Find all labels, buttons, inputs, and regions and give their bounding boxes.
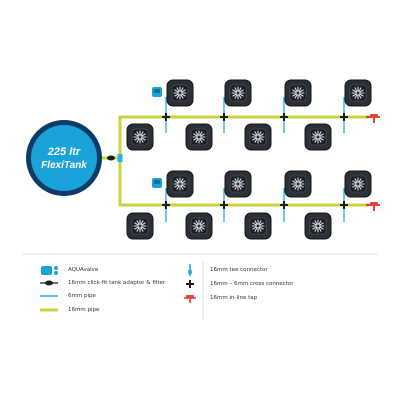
plant-pot	[284, 79, 312, 107]
cross-connector-icon	[186, 280, 194, 288]
flower-centre	[137, 134, 143, 140]
flower-centre	[235, 181, 241, 187]
aquavalve-icon	[152, 87, 162, 97]
flower-icon	[291, 86, 305, 100]
plant-pot	[224, 79, 252, 107]
legend-label-inline-tap: 16mm in-line tap	[210, 295, 258, 301]
tank-adaptor-icon	[40, 280, 58, 286]
flower-icon	[351, 177, 365, 191]
legend-label-6mm-pipe: 6mm pipe	[68, 293, 96, 299]
flower-centre	[295, 90, 301, 96]
flower-centre	[177, 90, 183, 96]
flower-centre	[196, 134, 202, 140]
legend-label-16mm-pipe: 16mm pipe	[68, 307, 100, 313]
inline-tap-icon	[370, 202, 378, 205]
flower-icon	[173, 177, 187, 191]
flower-icon	[251, 219, 265, 233]
tank-label-line1: 225 ltr	[47, 146, 81, 158]
plant-pot	[166, 170, 194, 198]
plant-pot	[224, 170, 252, 198]
flower-icon	[291, 177, 305, 191]
pot-layer	[126, 79, 372, 240]
plant-pot	[304, 123, 332, 151]
flower-centre	[255, 134, 261, 140]
plant-pot	[344, 79, 372, 107]
plant-pot	[126, 212, 154, 240]
plant-pot	[166, 79, 194, 107]
flower-centre	[315, 134, 321, 140]
flower-centre	[355, 181, 361, 187]
tank-adaptor-icon	[107, 155, 115, 161]
plant-pot	[304, 212, 332, 240]
flower-icon	[311, 219, 325, 233]
flower-icon	[231, 86, 245, 100]
plant-pot	[244, 123, 272, 151]
pipe-layer	[100, 97, 380, 222]
tank-body	[31, 125, 97, 191]
flower-icon	[133, 130, 147, 144]
legend-label-cross-connector: 16mm – 6mm cross connector	[210, 281, 294, 287]
plant-pot	[344, 170, 372, 198]
legend-label-tee-connector: 16mm tee connector	[210, 267, 268, 273]
flower-centre	[315, 223, 321, 229]
plant-pot	[185, 123, 213, 151]
flower-centre	[137, 223, 143, 229]
flower-icon	[192, 130, 206, 144]
flower-icon	[133, 219, 147, 233]
legend-label-aquavalve: AQUAvalve	[68, 267, 99, 273]
plant-pot	[284, 170, 312, 198]
tee-connector-icon	[188, 264, 192, 276]
tank-label-line2: FlexiTank	[41, 160, 87, 171]
plant-pot	[244, 212, 272, 240]
flower-centre	[177, 181, 183, 187]
inline-tap-icon	[370, 114, 378, 117]
legend-label-tank-adaptor: 16mm click-fit tank adaptor & filter	[68, 280, 166, 286]
flower-centre	[235, 90, 241, 96]
tee-connector-icon	[117, 154, 123, 162]
flower-centre	[196, 223, 202, 229]
aquavalve-icon	[152, 178, 162, 188]
flower-centre	[295, 181, 301, 187]
inline-tap-icon	[184, 295, 196, 303]
flower-centre	[355, 90, 361, 96]
flower-icon	[311, 130, 325, 144]
aquavalve-icon	[41, 266, 58, 275]
plant-pot	[185, 212, 213, 240]
irrigation-diagram: 225 ltr FlexiTank	[26, 79, 380, 240]
aquavalve-window	[154, 180, 160, 184]
aquavalve-window	[154, 89, 160, 93]
flower-centre	[255, 223, 261, 229]
flexitank: 225 ltr FlexiTank	[26, 120, 102, 196]
plant-pot	[126, 123, 154, 151]
flower-icon	[231, 177, 245, 191]
flower-icon	[173, 86, 187, 100]
flower-icon	[351, 86, 365, 100]
flower-icon	[192, 219, 206, 233]
flower-icon	[251, 130, 265, 144]
